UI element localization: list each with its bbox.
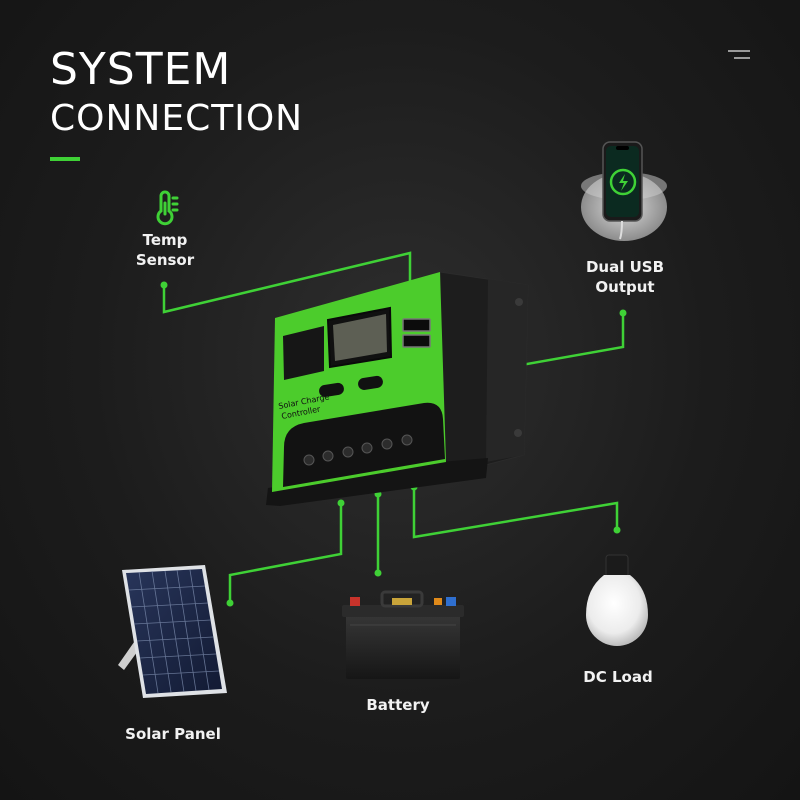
dc-load-wire <box>412 487 619 539</box>
solar-panel-icon <box>118 565 227 698</box>
battery-label: Battery <box>358 695 438 715</box>
solar-panel-label-text: Solar Panel <box>125 725 221 743</box>
solar-panel-label: Solar Panel <box>118 724 228 744</box>
battery-icon <box>342 590 464 679</box>
page-title: SYSTEM CONNECTION <box>50 44 303 142</box>
dc-load-label-text: DC Load <box>583 668 653 686</box>
temp-sensor-wire <box>162 251 412 314</box>
usb-output-label-line-1: Dual USB <box>585 258 665 276</box>
smartphone-icon <box>581 141 667 241</box>
title-line-1: SYSTEM <box>50 44 232 95</box>
dc-load-label: DC Load <box>578 667 658 687</box>
usb-output-label-line-2: Output <box>595 278 655 296</box>
charge-controller: Solar Charge Controller <box>266 271 529 506</box>
thermometer-icon <box>156 190 179 226</box>
temp-sensor-label-line-1: Temp <box>142 231 188 249</box>
solar-panel-wire <box>228 503 343 603</box>
title-underline <box>50 157 80 161</box>
battery-label-text: Battery <box>366 696 430 714</box>
temp-sensor-label-line-2: Sensor <box>135 251 195 269</box>
menu-icon[interactable] <box>728 50 750 64</box>
temp-sensor-label: Temp Sensor <box>130 230 200 270</box>
usb-output-label: Dual USB Output <box>580 257 670 297</box>
title-line-2: CONNECTION <box>50 98 304 139</box>
light-bulb-icon <box>586 554 648 646</box>
